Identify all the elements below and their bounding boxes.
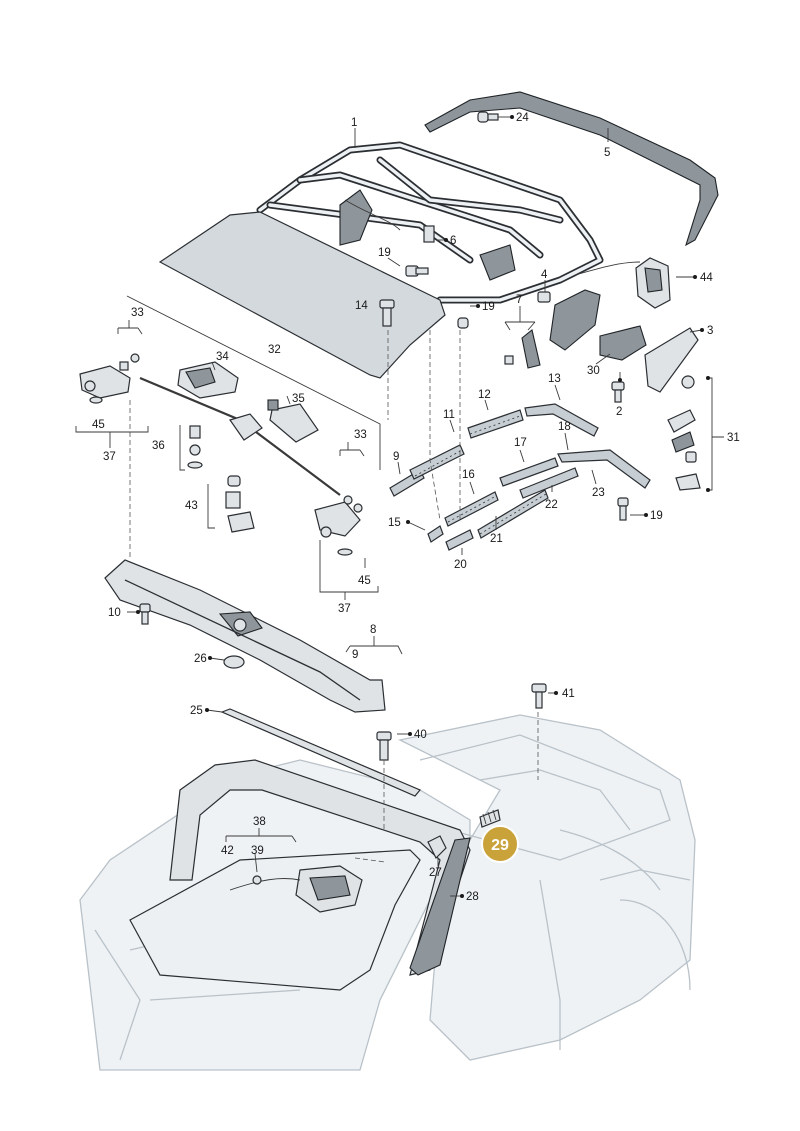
hinge-4 [537,289,601,351]
grommet-26 [223,655,245,669]
bracket-30 [599,325,647,361]
screw-24 [477,111,499,123]
bolt-19-right [617,497,629,521]
label-22: 22 [545,499,558,511]
windshield-latch [229,865,363,913]
motor-44 [635,257,671,309]
label-19-top: 19 [378,247,391,259]
clip [427,835,447,860]
roof-frame [256,141,604,304]
label-33-right: 33 [354,429,367,441]
label-15: 15 [388,517,401,529]
highlight-label: 29 [491,837,509,854]
highlight-circle[interactable] [481,825,519,863]
label-44: 44 [700,272,713,284]
label-19-right: 19 [650,510,663,522]
trim-7 [521,329,541,369]
label-8: 8 [370,624,376,636]
label-34: 34 [216,351,229,363]
spring-6 [423,225,435,243]
label-2: 2 [616,406,622,418]
label-9-member: 9 [352,649,358,661]
label-12: 12 [478,389,491,401]
label-37-right: 37 [338,603,351,615]
label-28: 28 [466,891,479,903]
left-hinge [79,353,140,404]
spring [479,809,501,828]
bracket-3 [644,327,699,393]
latch-31 [667,375,701,491]
clip-7 [504,355,514,365]
right-hinge [314,495,363,556]
callout-dots [136,115,710,898]
motor-34 [177,361,239,399]
label-39: 39 [251,845,264,857]
label-31: 31 [727,432,740,444]
label-42: 42 [221,845,234,857]
label-45-right: 45 [358,575,371,587]
switch-35 [267,399,319,443]
label-26: 26 [194,653,207,665]
label-32: 32 [268,344,281,356]
highlight-29[interactable]: 29 [481,825,519,863]
bolt-41 [531,683,547,709]
label-43: 43 [185,500,198,512]
a-pillar-seal [409,837,471,976]
cross-member [104,559,386,713]
nut-19 [457,317,469,329]
label-4: 4 [541,269,548,281]
roof-seals [389,403,651,551]
label-20: 20 [454,559,467,571]
bolt-19-top [405,265,429,277]
label-24: 24 [516,112,529,124]
label-19-mid: 19 [482,301,495,313]
label-16: 16 [462,469,475,481]
label-21: 21 [490,533,503,545]
label-23: 23 [592,487,605,499]
label-30: 30 [587,365,600,377]
seal-strip [220,708,421,797]
bolt-14 [379,299,395,327]
label-1: 1 [351,117,357,129]
label-25: 25 [190,705,203,717]
label-3: 3 [707,325,713,337]
label-7: 7 [516,294,522,306]
label-40: 40 [414,729,427,741]
spring-43 [225,475,255,533]
label-38: 38 [253,816,266,828]
label-27: 27 [429,867,442,879]
label-18: 18 [558,421,571,433]
label-10: 10 [108,607,121,619]
label-33-left: 33 [131,307,144,319]
label-45-left: 45 [92,419,105,431]
label-41: 41 [562,688,575,700]
bolt-40 [376,731,392,761]
callout-labels: 1 24 5 6 19 19 4 7 44 3 30 2 31 19 13 12… [92,112,740,903]
label-36: 36 [152,440,165,452]
label-5: 5 [604,147,610,159]
label-14: 14 [355,300,368,312]
front-seal [424,91,719,247]
label-6: 6 [450,235,456,247]
bracket-36 [187,413,263,469]
bolt-10 [139,603,151,625]
label-37-left: 37 [103,451,116,463]
label-9-seal: 9 [393,451,399,463]
label-13: 13 [548,373,561,385]
bolt-2 [611,381,625,403]
label-35: 35 [292,393,305,405]
rear-window [158,211,446,379]
label-11: 11 [443,409,455,421]
label-17: 17 [514,437,527,449]
